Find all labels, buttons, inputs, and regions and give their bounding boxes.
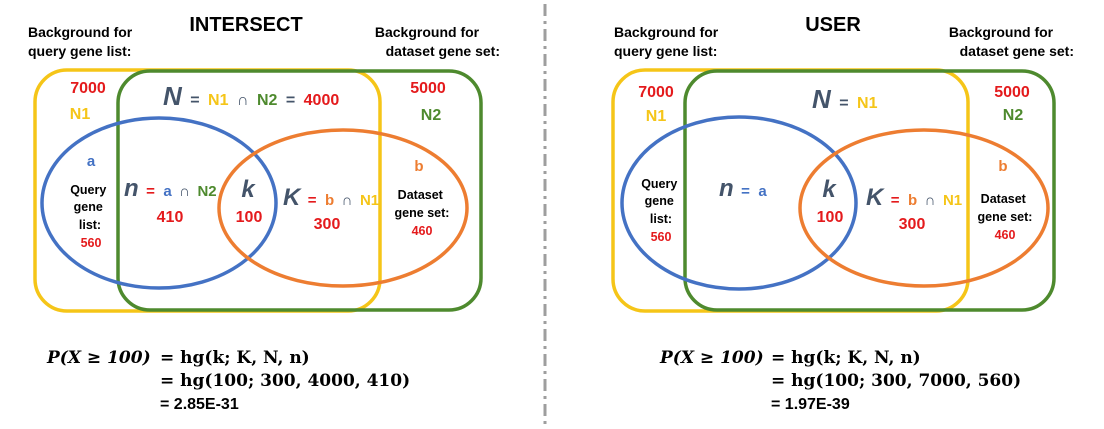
k-label: k	[822, 176, 837, 203]
bg-dataset-label: Background for dataset gene set:	[949, 24, 1074, 59]
query-gene-list-value: 560	[651, 230, 672, 244]
n1-value: 7000	[638, 84, 674, 101]
n2-value: 5000	[994, 84, 1030, 101]
n1-label: N1	[646, 108, 667, 125]
dataset-gene-set-circle	[798, 128, 1050, 288]
panel-title: INTERSECT	[189, 14, 302, 36]
bg-query-label: Background for query gene list:	[614, 24, 722, 59]
b-label: b	[998, 158, 1007, 175]
formula-line-1: = hg(k; K, N, n)	[160, 348, 310, 368]
a-label: a	[87, 153, 96, 170]
formula-line-2: = hg(100; 300, 7000, 560)	[771, 371, 1021, 391]
formula-line-2: = hg(100; 300, 4000, 410)	[160, 371, 410, 391]
n1-value: 7000	[70, 80, 106, 97]
intersect-panel: INTERSECT Background for query gene list…	[28, 14, 500, 413]
formula-result: = 1.97E-39	[771, 396, 850, 413]
dataset-gene-set-circle	[217, 128, 469, 288]
small-n-expression: n = a	[719, 175, 767, 202]
hypergeometric-formula: P(X ≥ 100) = hg(k; K, N, n) = hg(100; 30…	[46, 348, 410, 413]
n2-background-box	[116, 69, 483, 312]
formula-result: = 2.85E-31	[160, 396, 239, 413]
dataset-gene-set-value: 460	[412, 224, 433, 238]
big-k-expression: K = b ∩ N1	[866, 184, 962, 211]
n2-label: N2	[1003, 107, 1024, 124]
n2-value: 5000	[410, 80, 446, 97]
big-k-expression: K = b ∩ N1	[283, 184, 379, 211]
dataset-gene-set-label: Dataset gene set:	[978, 192, 1033, 224]
bg-dataset-label: Background for dataset gene set:	[375, 24, 500, 59]
query-gene-list-circle	[620, 115, 858, 291]
n1-label: N1	[70, 106, 91, 123]
query-gene-list-label: Query gene list:	[641, 177, 681, 226]
dataset-gene-set-value: 460	[995, 228, 1016, 242]
panel-title: USER	[805, 14, 861, 36]
big-n-expression: N = N1 ∩ N2 = 4000	[163, 81, 339, 111]
n2-background-box	[683, 69, 1056, 312]
n2-label: N2	[421, 107, 442, 124]
big-n-expression: N = N1	[812, 84, 878, 114]
big-k-value: 300	[899, 216, 926, 233]
formula-lhs: P(X ≥ 100)	[46, 348, 151, 368]
small-n-value: 410	[157, 209, 184, 226]
small-n-expression: n = a ∩ N2	[124, 175, 217, 202]
query-gene-list-label: Query gene list:	[70, 183, 110, 232]
dataset-gene-set-label: Dataset gene set:	[395, 188, 450, 220]
k-value: 100	[236, 209, 263, 226]
formula-line-1: = hg(k; K, N, n)	[771, 348, 921, 368]
bg-query-label: Background for query gene list:	[28, 24, 136, 59]
query-gene-list-circle	[40, 116, 278, 290]
formula-lhs: P(X ≥ 100)	[659, 348, 764, 368]
user-panel: USER Background for query gene list: Bac…	[611, 14, 1074, 413]
query-gene-list-value: 560	[81, 236, 102, 250]
hypergeometric-formula: P(X ≥ 100) = hg(k; K, N, n) = hg(100; 30…	[659, 348, 1021, 413]
b-label: b	[414, 158, 423, 175]
k-value: 100	[817, 209, 844, 226]
big-k-value: 300	[314, 216, 341, 233]
k-label: k	[241, 176, 256, 203]
